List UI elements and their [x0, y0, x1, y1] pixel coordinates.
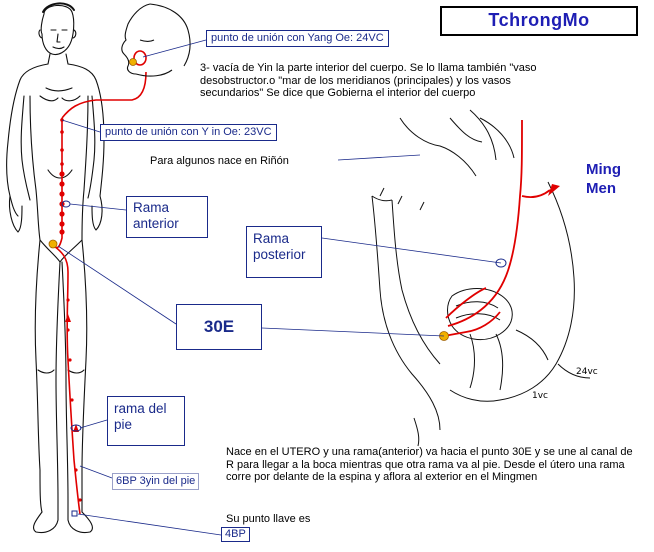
pelvis-side-outline [371, 109, 591, 447]
label-point-4bp: 4BP [221, 527, 250, 542]
label-rama-anterior: Rama anterior [126, 196, 208, 238]
label-pelvis-24vc: 24vc [576, 367, 598, 377]
rama-posterior-marker [495, 258, 507, 268]
label-rama-anterior-line1: Rama [133, 200, 170, 215]
label-yang-union: punto de unión con Yang Oe: 24VC [206, 30, 389, 47]
title-box: TchrongMo [440, 6, 638, 36]
face-profile-outline [121, 3, 191, 77]
meridian-pelvis-path [443, 119, 551, 337]
human-body-outline [6, 2, 105, 534]
label-rama-pie-line1: rama del [114, 401, 167, 416]
rinon-note: Para algunos nace en Riñón [150, 155, 289, 167]
label-ming-men-line1: Ming [586, 161, 621, 178]
label-rama-anterior-line2: anterior [133, 215, 179, 231]
ming-men-arrow-icon [548, 184, 560, 196]
label-yin-union: punto de unión con Y in Oe: 23VC [100, 124, 277, 141]
key-point-note: Su punto llave es [226, 513, 311, 525]
point-30e-body-marker [48, 239, 58, 249]
label-rama-pie: rama del pie [107, 396, 185, 446]
meridian-points-body [59, 118, 82, 502]
description-bottom: Nace en el UTERO y una rama(anterior) va… [226, 446, 633, 484]
label-point-6bp: 6BP 3yin del pie [112, 473, 200, 490]
label-pelvis-1vc: 1vc [532, 391, 549, 401]
label-point-30e: 30E [176, 304, 262, 350]
label-rama-pie-line2: pie [114, 416, 133, 432]
label-rama-posterior-line1: Rama [253, 231, 290, 246]
description-top: 3- vacía de Yin la parte interior del cu… [200, 62, 537, 100]
meridian-arrows [65, 314, 79, 432]
point-4bp-marker [71, 510, 78, 517]
point-24vc-marker [129, 58, 137, 66]
diagram-title: TchrongMo [488, 10, 590, 30]
leader-lines [57, 39, 502, 536]
mouth-cavity [133, 50, 147, 66]
label-rama-posterior: Rama posterior [246, 226, 322, 278]
label-ming-men-line2: Men [586, 179, 616, 197]
label-rama-posterior-line2: posterior [253, 246, 306, 262]
label-ming-men: Ming Men [586, 161, 621, 199]
